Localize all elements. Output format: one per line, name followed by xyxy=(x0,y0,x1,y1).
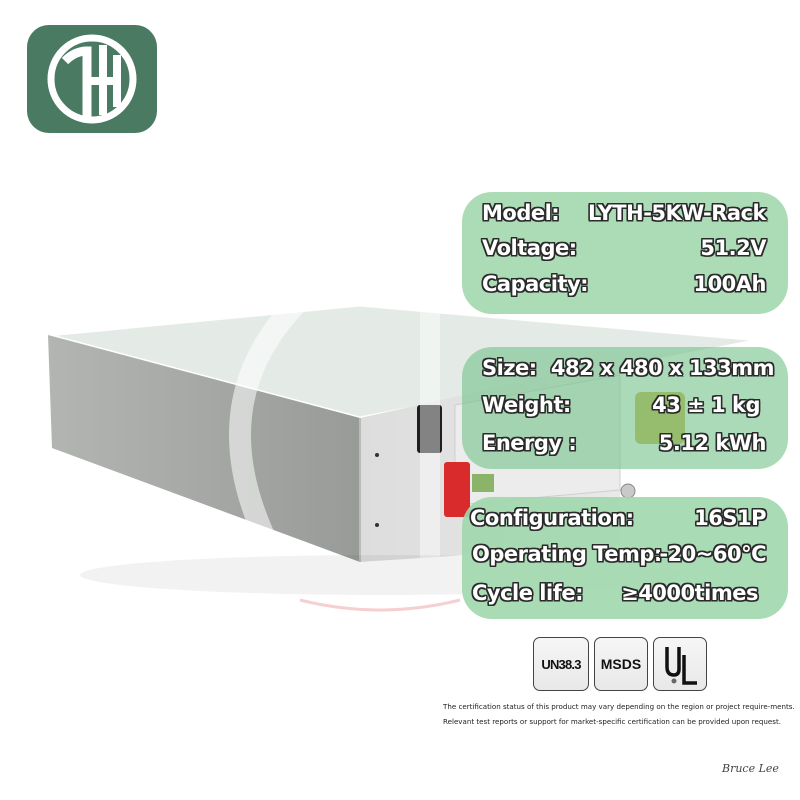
certification-badges: UN38.3 MSDS xyxy=(533,637,707,691)
spec-label: Capacity: xyxy=(482,272,589,296)
th-monogram-icon xyxy=(47,34,137,124)
ul-badge xyxy=(653,637,707,691)
msds-badge: MSDS xyxy=(594,637,648,691)
spec-value: 482 x 480 x 133mm xyxy=(550,356,775,380)
spec-panel-performance: Configuration: 16S1P Operating Temp: -20… xyxy=(462,497,788,619)
spec-row-voltage: Voltage: 51.2V xyxy=(462,236,788,272)
spec-label: Cycle life: xyxy=(472,581,583,605)
spec-row-weight: Weight: 43 ± 1 kg xyxy=(462,393,788,429)
spec-row-cycle-life: Cycle life: ≥4000times xyxy=(462,581,788,617)
spec-row-capacity: Capacity: 100Ah xyxy=(462,272,788,308)
brand-logo xyxy=(27,25,157,133)
spec-value: ≥4000times xyxy=(621,581,758,605)
spec-label: Model: xyxy=(482,201,560,225)
spec-value: LYTH-5KW-Rack xyxy=(587,201,767,225)
spec-value: 5.12 kWh xyxy=(658,431,767,455)
spec-label: Voltage: xyxy=(482,236,577,260)
signature: Bruce Lee xyxy=(722,762,779,775)
ul-mark-icon xyxy=(665,647,697,685)
spec-row-energy: Energy : 5.12 kWh xyxy=(462,431,788,467)
spec-value: 51.2V xyxy=(700,236,766,260)
spec-value: -20~60°C xyxy=(659,542,766,566)
spec-panel-basic: Model: LYTH-5KW-Rack Voltage: 51.2V Capa… xyxy=(462,192,788,314)
spec-label: Energy : xyxy=(482,431,577,455)
spec-panel-physical: Size: 482 x 480 x 133mm Weight: 43 ± 1 k… xyxy=(462,347,788,469)
spec-value: 100Ah xyxy=(693,272,766,296)
spec-row-model: Model: LYTH-5KW-Rack xyxy=(462,201,788,237)
spec-label: Configuration: xyxy=(470,506,634,530)
spec-row-size: Size: 482 x 480 x 133mm xyxy=(462,356,788,392)
spec-row-configuration: Configuration: 16S1P xyxy=(462,506,788,542)
spec-value: 43 ± 1 kg xyxy=(652,393,760,417)
black-connector-icon xyxy=(417,405,442,453)
spec-row-operating-temp: Operating Temp: -20~60°C xyxy=(462,542,788,578)
spec-label: Operating Temp: xyxy=(472,542,662,566)
spec-value: 16S1P xyxy=(694,506,766,530)
certification-note: The certification status of this product… xyxy=(443,702,795,726)
spec-label: Size: xyxy=(482,356,537,380)
un38-3-badge: UN38.3 xyxy=(533,637,589,691)
red-connector-icon xyxy=(444,462,470,517)
spec-label: Weight: xyxy=(482,393,571,417)
